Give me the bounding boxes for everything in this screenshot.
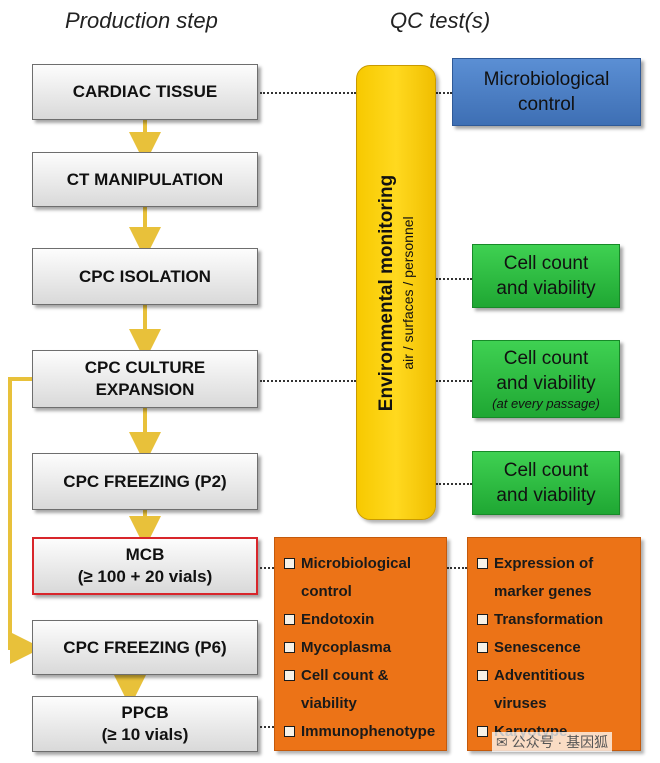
environmental-monitoring-title: Environmental monitoring (376, 174, 397, 411)
qc-cell-count-3: Cell count and viability (472, 451, 620, 515)
connector-mcb-tests (260, 567, 274, 569)
mcb-test-item: Immunophenotype (283, 718, 440, 746)
mcb-test-item: Mycoplasma (283, 634, 440, 662)
environmental-monitoring-subtitle: air / surfaces / personnel (400, 215, 416, 370)
qc-cell-count-2: Cell count and viability (at every passa… (472, 340, 620, 418)
step-cpc-freezing-p6: CPC FREEZING (P6) (32, 620, 258, 675)
production-step-header: Production step (65, 8, 218, 33)
step-ppcb: PPCB (≥ 10 vials) (32, 696, 258, 752)
step-cardiac-tissue: CARDIAC TISSUE (32, 64, 258, 120)
qc-microbiological-control: Microbiological control (452, 58, 641, 126)
step-cpc-isolation: CPC ISOLATION (32, 248, 258, 305)
connector-cardiac-env (260, 92, 356, 94)
mcb-test-item: Endotoxin (283, 606, 440, 634)
qc-cell-count-1: Cell count and viability (472, 244, 620, 308)
qc-tests-header: QC test(s) (390, 8, 491, 33)
step-mcb: MCB (≥ 100 + 20 vials) (32, 537, 258, 595)
connector-env-micro (436, 92, 452, 94)
wechat-icon: ✉ (496, 734, 508, 750)
connector-culture-env (260, 380, 356, 382)
step-ct-manipulation: CT MANIPULATION (32, 152, 258, 207)
watermark: ✉ 公众号 · 基因狐 (492, 732, 613, 752)
connector-env-count-3 (436, 483, 472, 485)
step-cpc-culture-expansion: CPC CULTURE EXPANSION (32, 350, 258, 408)
connector-env-count-2 (436, 380, 472, 382)
connector-env-count-1 (436, 278, 472, 280)
environmental-monitoring-bar: Environmental monitoring air / surfaces … (356, 65, 436, 520)
step-cpc-freezing-p2: CPC FREEZING (P2) (32, 453, 258, 510)
other-test-item: Senescence (476, 634, 634, 662)
other-test-item: Transformation (476, 606, 634, 634)
arrow-culture-to-p6 (8, 377, 42, 664)
mcb-test-item: Cell count &viability (283, 662, 440, 718)
connector-tests-tests (447, 567, 467, 569)
connector-ppcb-tests (260, 726, 274, 728)
